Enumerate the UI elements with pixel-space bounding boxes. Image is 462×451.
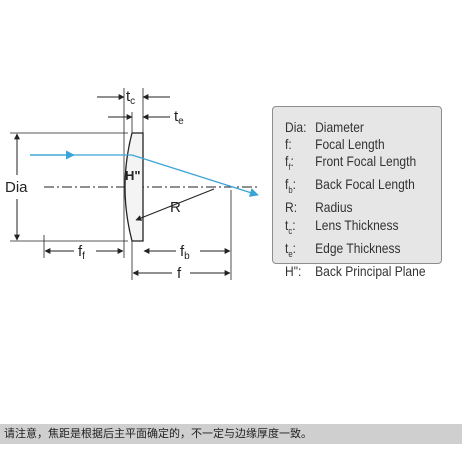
footer-note: 请注意，焦距是根据后主平面确定的，不一定与边缘厚度一致。 xyxy=(0,424,462,444)
plano-convex-lens xyxy=(124,132,144,242)
legend-box: Dia: Diameter f: Focal Length ff: Front Focal… xyxy=(272,106,442,279)
legend-row: R: Radius xyxy=(285,199,419,216)
legend-symbol: f: xyxy=(285,136,292,153)
legend-symbol: tc: xyxy=(285,216,296,236)
legend-row: Dia: Diameter xyxy=(285,119,419,136)
light-ray xyxy=(30,154,259,197)
legend-symbol: fb: xyxy=(285,176,297,196)
legend-row: f: Focal Length xyxy=(285,136,419,153)
legend-row: ff: Front Focal Length xyxy=(285,153,419,176)
legend-symbol: te: xyxy=(285,239,297,259)
legend-text: Back Focal Length xyxy=(315,176,415,193)
te-label: te xyxy=(174,108,184,127)
legend-symbol: H": xyxy=(285,262,302,279)
legend-symbol: Dia: xyxy=(285,119,307,135)
legend-text: Lens Thickness xyxy=(315,216,399,233)
principal-plane-label: H" xyxy=(125,168,141,183)
legend-row: fb: Back Focal Length xyxy=(285,176,419,199)
radius-line xyxy=(135,188,215,221)
legend-symbol: R: xyxy=(285,199,298,216)
radius-label: R xyxy=(170,199,181,216)
dia-label: Dia xyxy=(5,179,28,196)
legend-text: Back Principal Plane xyxy=(315,262,426,279)
legend-row: te: Edge Thickness xyxy=(285,240,419,263)
legend-text: Radius xyxy=(315,199,353,216)
legend-symbol: ff: xyxy=(285,153,294,173)
ff-label: ff xyxy=(78,243,85,262)
legend-text: Focal Length xyxy=(315,136,385,153)
lens-diagram: tc te Dia H" R ff fb f xyxy=(5,88,259,282)
fb-label: fb xyxy=(180,243,190,262)
legend-row: tc: Lens Thickness xyxy=(285,217,419,240)
f-label: f xyxy=(177,265,182,282)
tc-label: tc xyxy=(126,88,135,107)
legend-text: Edge Thickness xyxy=(315,239,401,256)
legend-text: Front Focal Length xyxy=(315,153,417,170)
legend-row: H": Back Principal Plane xyxy=(285,262,426,280)
legend-text: Diameter xyxy=(315,119,364,135)
